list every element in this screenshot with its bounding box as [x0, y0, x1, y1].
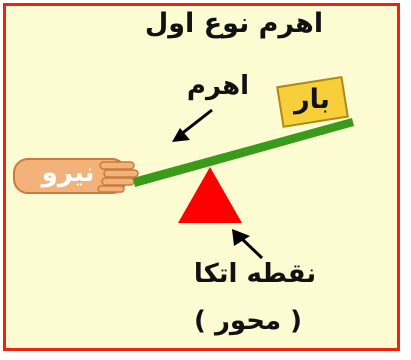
load-box	[276, 75, 349, 128]
diagram-title: اهرم نوع اول	[144, 8, 324, 39]
lever-arrow	[172, 108, 213, 142]
hand-icon	[13, 158, 139, 194]
lever-label: اهرم	[186, 71, 250, 101]
fulcrum-arrow	[232, 229, 264, 260]
force-label: نیرو	[41, 158, 95, 188]
load-label: بار	[294, 84, 330, 115]
fulcrum-triangle	[178, 167, 242, 223]
fulcrum-label: نقطه اتکا	[193, 259, 317, 289]
axis-label: ( محور )	[194, 306, 302, 336]
lever-bar	[133, 118, 354, 187]
